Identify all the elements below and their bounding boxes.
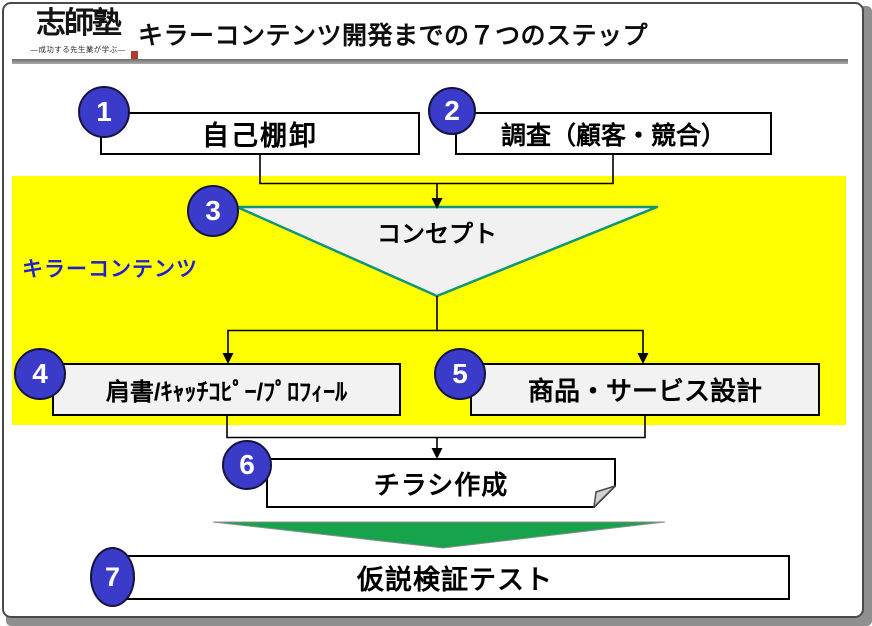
header-divider <box>12 59 848 64</box>
step4-box: 肩書/ｷｬｯﾁｺﾋﾟｰ/ﾌﾟﾛﾌｨｰﾙ <box>52 363 401 416</box>
slide-canvas: 志師塾 ―成功する先生業が学ぶ― キラーコンテンツ開発までの７つのステップ キラ… <box>4 4 862 616</box>
logo: 志師塾 ―成功する先生業が学ぶ― <box>24 6 138 63</box>
arrowhead-into-step6 <box>431 448 443 459</box>
arrowhead-into-concept <box>431 198 443 209</box>
step1-box: 自己棚卸 <box>100 112 420 155</box>
step3-concept-label: コンセプト <box>377 221 497 248</box>
step2-box: 調査（顧客・競合） <box>455 112 772 155</box>
logo-seal-icon <box>131 51 138 60</box>
step2-number-badge: 2 <box>428 87 476 135</box>
step5-box: 商品・サービス設計 <box>470 363 820 416</box>
arrowhead-into-step4 <box>222 353 234 364</box>
killer-content-label: キラーコンテンツ <box>22 258 198 281</box>
step5-number-badge: 5 <box>434 348 486 400</box>
step7-number-badge: 7 <box>90 547 135 607</box>
connector-steps45-to-6 <box>226 416 646 449</box>
step7-box: 仮説検証テスト <box>120 555 790 600</box>
logo-tagline: ―成功する先生業が学ぶ― <box>30 45 126 54</box>
diagram-shapes-layer <box>212 155 666 549</box>
logo-name: 志師塾 <box>36 6 122 41</box>
concept-triangle-shape <box>235 205 659 298</box>
step1-number-badge: 1 <box>78 86 130 138</box>
step6-number-badge: 6 <box>222 440 272 490</box>
green-arrow-chevron <box>212 521 666 549</box>
slide: 志師塾 ―成功する先生業が学ぶ― キラーコンテンツ開発までの７つのステップ キラ… <box>2 2 864 618</box>
page-title: キラーコンテンツ開発までの７つのステップ <box>138 22 649 50</box>
arrowhead-into-step5 <box>637 353 649 364</box>
step3-number-badge: 3 <box>187 185 239 237</box>
connector-steps12-to-3 <box>259 155 614 199</box>
step6-flyer-label: チラシ作成 <box>373 469 509 500</box>
flyer-folded-corner <box>593 485 616 508</box>
connector-step3-to-45 <box>227 296 644 354</box>
step4-number-badge: 4 <box>14 348 66 400</box>
